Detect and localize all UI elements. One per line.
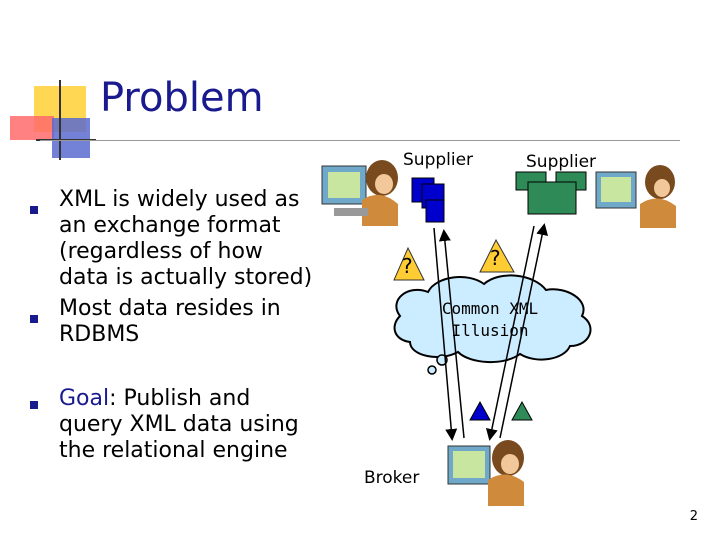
cloud-label: Common XML Illusion <box>420 298 560 342</box>
blue-triangle-icon <box>469 400 491 421</box>
question-triangle-left <box>393 246 425 281</box>
bullet-marker <box>30 206 38 214</box>
goal-description: : Publish and query XML data using the r… <box>59 386 299 463</box>
goal-label: Goal <box>59 386 110 411</box>
green-triangle-icon <box>511 400 533 421</box>
title-divider <box>40 140 680 141</box>
broker-label: Broker <box>364 468 420 488</box>
logo-squares <box>10 80 96 160</box>
question-mark-left: ? <box>402 254 413 278</box>
bullet-marker <box>30 315 38 323</box>
slide-title: Problem <box>100 75 264 121</box>
bullet-marker <box>30 401 38 409</box>
question-mark-right: ? <box>490 246 501 270</box>
cloud-label-line1: Common XML <box>441 299 539 318</box>
supplier-right-person-icon <box>595 165 676 228</box>
flow-arrows <box>433 223 549 441</box>
bullet-text: XML is widely used as an exchange format… <box>59 187 313 290</box>
supplier-left-label: Supplier <box>403 150 474 170</box>
supplier-left-person-icon <box>321 160 398 226</box>
bullet-text-goal: Goal: Publish and query XML data using t… <box>59 386 319 464</box>
bullet-text: Most data resides in RDBMS <box>59 296 281 347</box>
green-documents-icon <box>515 171 587 215</box>
supplier-right-label: Supplier <box>526 152 597 172</box>
cloud-label-line2: Illusion <box>451 321 529 340</box>
page-number: 2 <box>689 509 698 524</box>
broker-person-icon <box>447 440 524 506</box>
blue-database-icon <box>411 177 445 223</box>
question-triangle-right <box>479 238 515 273</box>
